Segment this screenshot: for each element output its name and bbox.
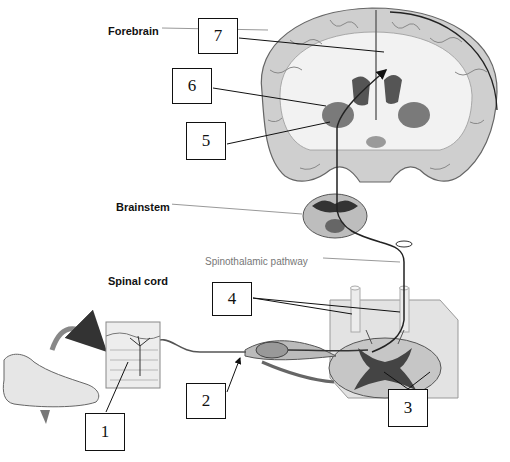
callout-box: 5 bbox=[186, 122, 226, 160]
callout-box: 1 bbox=[85, 413, 125, 451]
region-label-holder: Forebrain bbox=[106, 21, 161, 39]
callout-box: 7 bbox=[198, 18, 238, 54]
leader-lines bbox=[106, 28, 430, 412]
callout-box: 4 bbox=[212, 282, 252, 316]
foot bbox=[3, 329, 100, 424]
region-label: Spinal cord bbox=[106, 275, 170, 287]
callout-number: 7 bbox=[214, 26, 223, 46]
callout-box: 3 bbox=[388, 389, 428, 427]
region-label-holder: Brainstem bbox=[114, 197, 172, 215]
tract-ring bbox=[396, 241, 412, 247]
spinothalamic-tract bbox=[337, 70, 404, 352]
skin-inset bbox=[106, 322, 160, 388]
callout-number: 4 bbox=[228, 289, 237, 309]
region-label: Forebrain bbox=[106, 25, 161, 37]
region-label-holder: Spinal cord bbox=[106, 271, 170, 289]
pathway-label: Spinothalamic pathway bbox=[203, 256, 310, 267]
callout-number: 3 bbox=[404, 398, 413, 418]
pathway-label-holder: Spinothalamic pathway bbox=[203, 251, 310, 269]
forebrain-section bbox=[261, 8, 497, 182]
callout-number: 6 bbox=[188, 76, 197, 96]
peripheral-nerve bbox=[148, 340, 368, 382]
callout-number: 5 bbox=[202, 131, 211, 151]
callout-number: 2 bbox=[202, 391, 211, 411]
brainstem-section bbox=[303, 194, 367, 238]
callout-number: 1 bbox=[101, 422, 110, 442]
callout-box: 2 bbox=[186, 383, 226, 419]
callout-box: 6 bbox=[172, 68, 212, 104]
region-label: Brainstem bbox=[114, 201, 172, 213]
spinal-cord-section bbox=[329, 286, 458, 398]
